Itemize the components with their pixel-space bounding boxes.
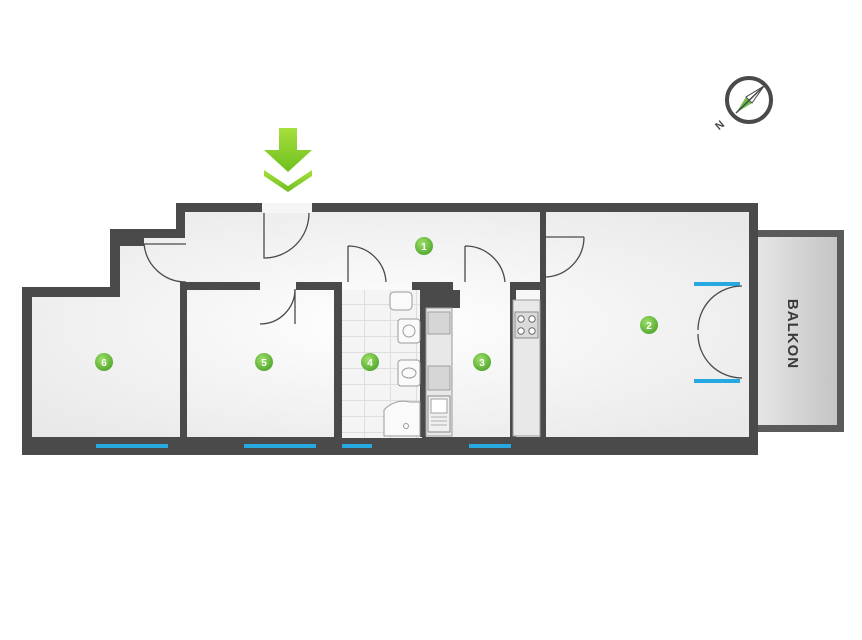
shower	[383, 400, 421, 437]
window-room-2-top	[694, 282, 740, 286]
doors	[143, 212, 743, 379]
toilet-tank	[389, 291, 413, 311]
cooktop	[514, 311, 539, 339]
door-room-3	[464, 245, 506, 283]
room-number-5: 5	[261, 358, 267, 369]
door-room-2	[545, 236, 585, 278]
room-marker-6: 6	[95, 353, 113, 371]
room-marker-4: 4	[361, 353, 379, 371]
room-number-6: 6	[101, 358, 107, 369]
window-room-5	[244, 444, 316, 448]
door-room-4	[347, 245, 387, 283]
window-room-6	[96, 444, 168, 448]
room-marker-5: 5	[255, 353, 273, 371]
balcony-door	[697, 285, 743, 379]
balcony-label: BALKON	[784, 299, 801, 369]
kitchen-fixtures	[425, 299, 541, 437]
room-number-1: 1	[421, 242, 427, 253]
room-marker-3: 3	[473, 353, 491, 371]
bathroom-fixtures	[383, 291, 421, 437]
entrance-door	[263, 212, 310, 259]
room-marker-1: 1	[415, 237, 433, 255]
down-arrow-icon	[264, 128, 312, 192]
compass-icon: N	[713, 76, 773, 133]
door-room-6	[143, 243, 187, 283]
windows	[96, 282, 740, 448]
compass-north-label: N	[713, 119, 727, 133]
room-number-2: 2	[646, 321, 652, 332]
window-room-4	[342, 444, 372, 448]
door-room-5	[259, 288, 296, 325]
window-room-3	[469, 444, 511, 448]
room-marker-2: 2	[640, 316, 658, 334]
room-number-3: 3	[479, 358, 485, 369]
window-room-2-bottom	[694, 379, 740, 383]
balcony: BALKON	[750, 230, 844, 432]
room-number-4: 4	[367, 358, 373, 369]
interior-walls	[120, 212, 546, 437]
